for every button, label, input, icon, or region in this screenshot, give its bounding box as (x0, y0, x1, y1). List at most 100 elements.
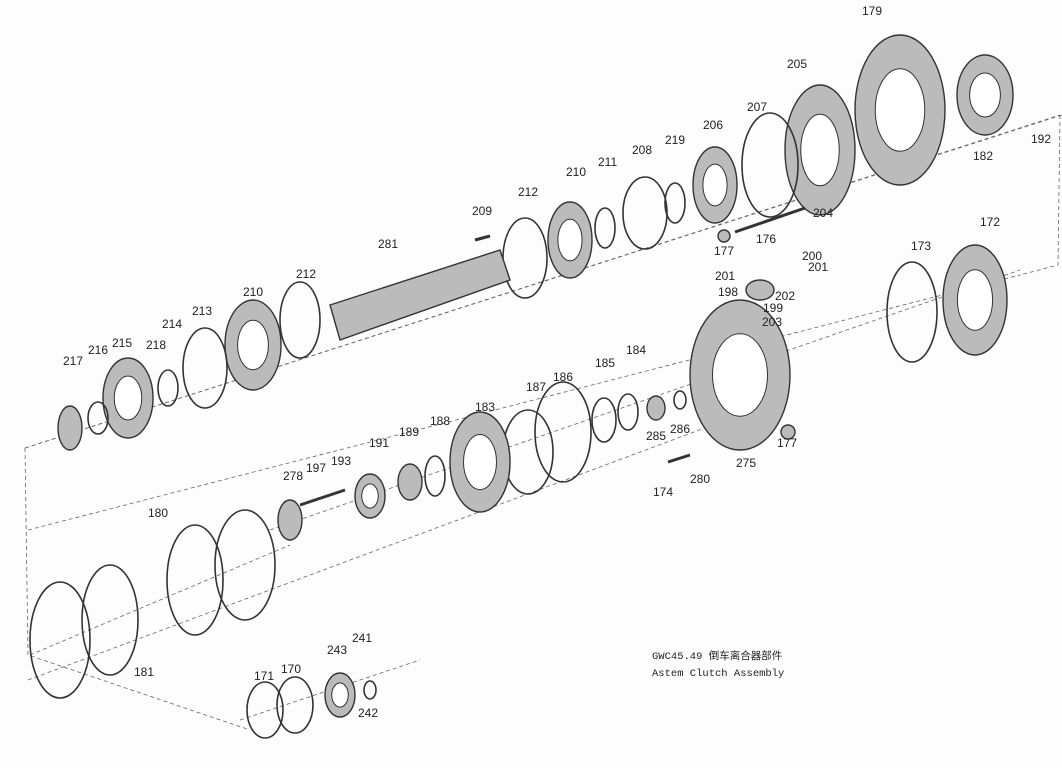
bearing-bore (956, 269, 994, 331)
friction-disc (214, 509, 276, 621)
part-label-183: 183 (475, 400, 495, 414)
o-ring (279, 281, 321, 359)
part-label-286: 286 (670, 422, 690, 436)
part-label-191: 191 (369, 436, 389, 450)
part-label-203: 203 (762, 315, 782, 329)
part-label-218: 218 (146, 338, 166, 352)
group-frame-middle (27, 274, 1021, 681)
part-label-197: 197 (306, 461, 326, 475)
part-label-172: 172 (980, 215, 1000, 229)
part-label-285: 285 (646, 429, 666, 443)
part-label-188: 188 (430, 414, 450, 428)
part-label-204: 204 (813, 206, 833, 220)
nut (780, 424, 796, 440)
pin (474, 234, 491, 242)
piston-bore (463, 434, 497, 490)
o-ring (502, 409, 554, 495)
caption-english-title: Astem Clutch Assembly (652, 668, 785, 680)
washer (424, 455, 446, 497)
steel-disc (29, 581, 91, 699)
part-label-201: 201 (715, 269, 735, 283)
part-label-206: 206 (703, 118, 723, 132)
part-label-201: 201 (808, 260, 828, 274)
snap-ring (664, 182, 686, 224)
part-label-199: 199 (763, 301, 783, 315)
part-label-210: 210 (243, 285, 263, 299)
parts (29, 34, 1014, 739)
part-label-209: 209 (472, 204, 492, 218)
snap-ring (87, 401, 109, 435)
part-label-207: 207 (747, 100, 767, 114)
block (745, 279, 775, 301)
part-label-176: 176 (756, 232, 776, 246)
part-label-202: 202 (775, 289, 795, 303)
part-label-180: 180 (148, 506, 168, 520)
pinion-shaft (329, 249, 511, 341)
part-label-242: 242 (358, 706, 378, 720)
snap-ring (594, 207, 616, 249)
part-label-243: 243 (327, 643, 347, 657)
bearing-bore (557, 218, 583, 262)
part-label-213: 213 (192, 304, 212, 318)
part-label-205: 205 (787, 57, 807, 71)
part-label-193: 193 (331, 454, 351, 468)
snap-ring (157, 369, 179, 407)
friction-disc (81, 564, 139, 676)
group-frame-right (1019, 114, 1061, 276)
part-label-171: 171 (254, 669, 274, 683)
part-label-215: 215 (112, 336, 132, 350)
washer (673, 390, 687, 410)
assembly-axes (24, 114, 1062, 731)
part-label-212: 212 (296, 267, 316, 281)
spring-plate (277, 499, 303, 541)
part-label-219: 219 (665, 133, 685, 147)
retainer-bore (331, 682, 349, 708)
part-label-177: 177 (777, 436, 797, 450)
snap-ring (276, 676, 314, 734)
o-ring (741, 112, 799, 218)
part-label-184: 184 (626, 343, 646, 357)
part-labels: 1792052072062192082112102122092812122102… (63, 4, 1051, 720)
spacer-ring (622, 176, 668, 250)
o-ring (502, 217, 548, 299)
part-label-275: 275 (736, 456, 756, 470)
disc-axis (29, 544, 291, 656)
clutch-drum-bore (874, 68, 926, 152)
part-label-174: 174 (653, 485, 673, 499)
part-label-182: 182 (973, 149, 993, 163)
part-label-185: 185 (595, 356, 615, 370)
part-label-187: 187 (526, 380, 546, 394)
inner-spline-gear-bore (969, 72, 1001, 118)
part-label-241: 241 (352, 631, 372, 645)
seal-ring (591, 397, 617, 443)
part-label-217: 217 (63, 354, 83, 368)
part-label-212: 212 (518, 185, 538, 199)
hub-flange-bore (800, 113, 840, 187)
seal-ring (617, 393, 639, 431)
bolt (667, 453, 691, 464)
bearing-bore (237, 319, 269, 371)
part-label-181: 181 (134, 665, 154, 679)
part-label-280: 280 (690, 472, 710, 486)
caption-model-title: GWC45.49 倒车离合器部件 (652, 651, 783, 663)
group-frame-left (24, 114, 1062, 731)
part-label-281: 281 (378, 237, 398, 251)
part-label-177: 177 (714, 244, 734, 258)
bearing-bore (702, 163, 728, 207)
bearing-cup-bore (113, 375, 143, 421)
part-label-210: 210 (566, 165, 586, 179)
part-label-189: 189 (399, 425, 419, 439)
bolt (734, 206, 806, 234)
part-label-170: 170 (281, 662, 301, 676)
part-label-200: 200 (802, 249, 822, 263)
part-label-278: 278 (283, 469, 303, 483)
o-ring (886, 261, 938, 363)
steel-disc (166, 524, 224, 636)
snap-ring (246, 681, 284, 739)
part-label-198: 198 (718, 285, 738, 299)
spacer-ring (182, 327, 228, 409)
lock-nut (57, 405, 83, 451)
housing-bore (712, 333, 768, 417)
valve-body-bore (361, 483, 379, 509)
